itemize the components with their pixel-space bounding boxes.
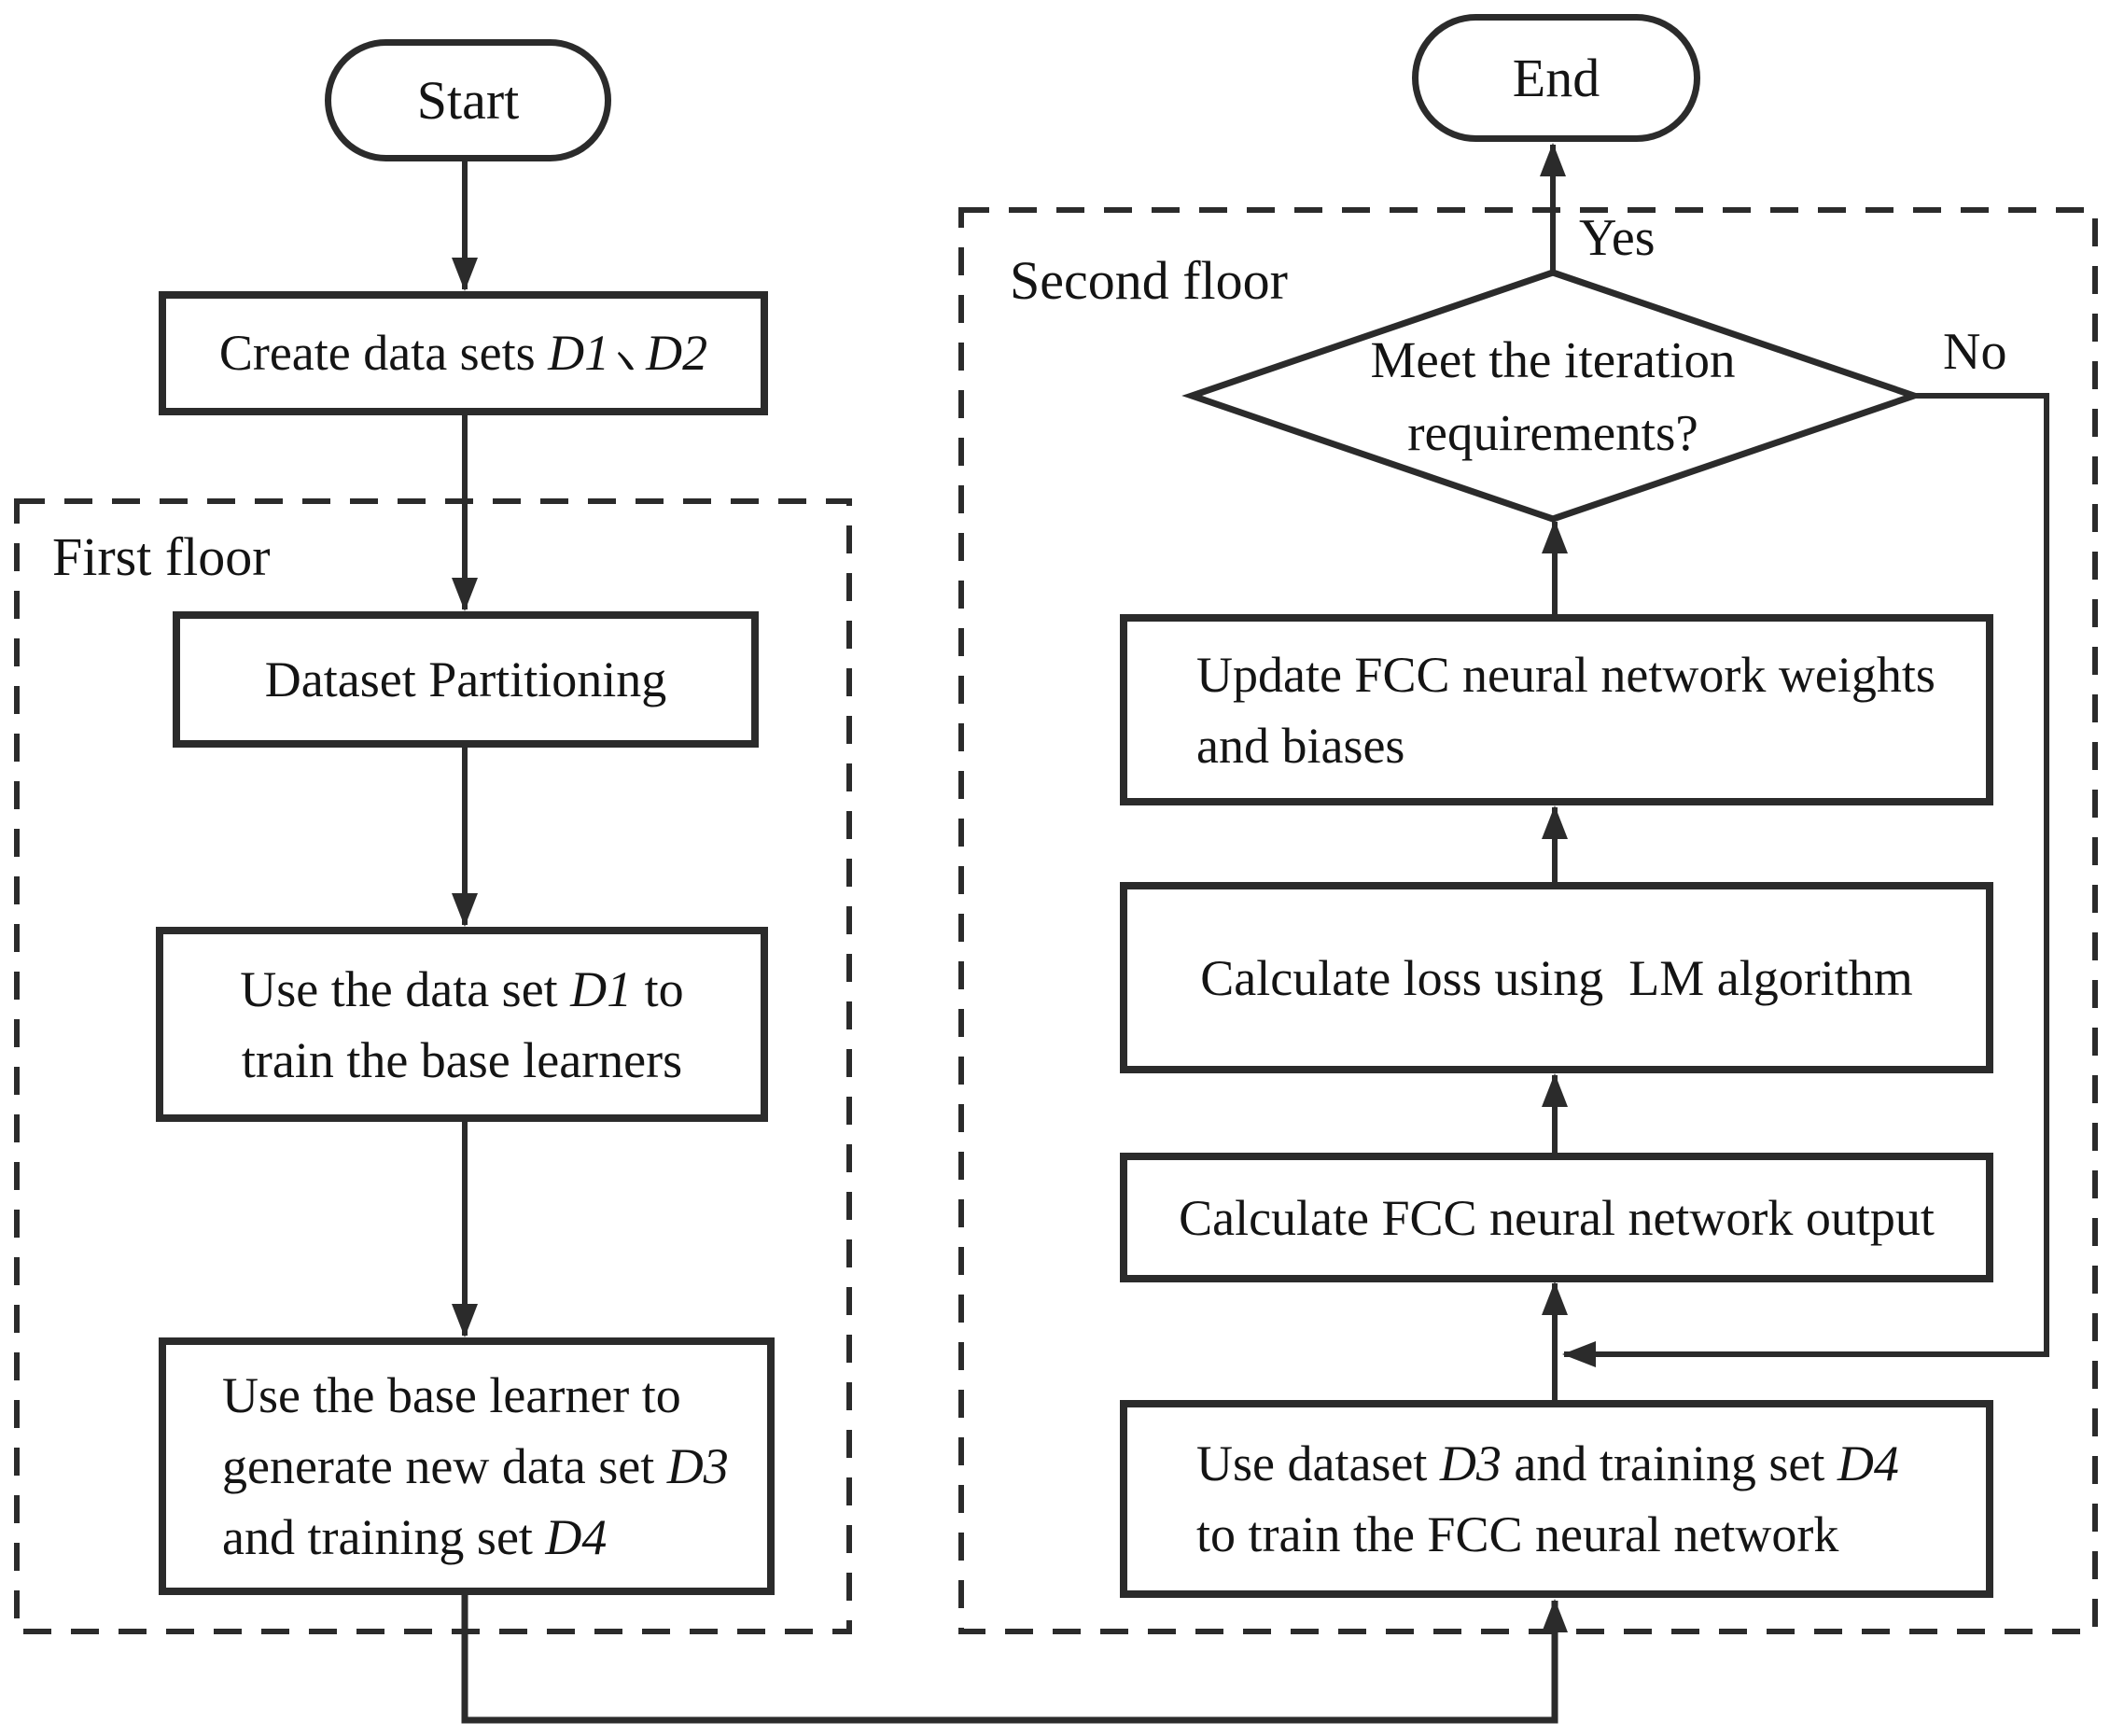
- dataset-partitioning-label: Dataset Partitioning: [264, 651, 667, 707]
- dataset-d4-name: D4: [1837, 1435, 1899, 1491]
- region-label-first-floor: First floor: [52, 526, 271, 587]
- dataset-d3-name: D3: [666, 1438, 729, 1494]
- decision-diamond-shape: [1181, 269, 1924, 523]
- edge-label-yes: Yes: [1579, 209, 1656, 267]
- terminal-start: Start: [325, 39, 611, 161]
- process-calculate-output: Calculate FCC neural network output: [1120, 1153, 1993, 1282]
- decision-iteration-requirements: Meet the iteration requirements?: [1370, 331, 1736, 461]
- process-generate-datasets: Use the base learner to generate new dat…: [159, 1337, 775, 1595]
- process-dataset-partitioning: Dataset Partitioning: [173, 611, 759, 748]
- edge-generate-to-train-fcc: [461, 1595, 1568, 1724]
- terminal-end: End: [1412, 14, 1700, 142]
- dataset-d2-name: D2: [646, 324, 708, 381]
- end-label: End: [1512, 48, 1600, 108]
- process-update-weights: Update FCC neural network weights and bi…: [1120, 614, 1993, 805]
- edge-label-no: No: [1943, 323, 2007, 381]
- start-label: Start: [416, 70, 520, 131]
- region-second-floor-border: [958, 207, 2098, 1634]
- dataset-d3-name: D3: [1439, 1435, 1502, 1491]
- edge-decision-no-loop: [1562, 393, 2049, 1367]
- calculate-output-label: Calculate FCC neural network output: [1179, 1189, 1935, 1246]
- calculate-loss-label: Calculate loss using LM algorithm: [1200, 949, 1913, 1006]
- process-calculate-loss: Calculate loss using LM algorithm: [1120, 882, 1993, 1073]
- dataset-d1-name: D1: [570, 960, 633, 1017]
- ideographic-comma-icon: 、: [616, 319, 637, 390]
- region-label-second-floor: Second floor: [1010, 250, 1288, 311]
- process-train-fcc-network: Use dataset D3 and training set D4 to tr…: [1120, 1400, 1993, 1598]
- dataset-d4-name: D4: [545, 1509, 608, 1565]
- create-datasets-label: Create data sets D1、D2: [219, 317, 707, 390]
- region-first-floor-border: [14, 498, 852, 1634]
- process-create-datasets: Create data sets D1、D2: [159, 291, 768, 415]
- dataset-d1-name: D1: [548, 324, 610, 381]
- process-train-base-learners: Use the data set D1 to train the base le…: [156, 927, 768, 1122]
